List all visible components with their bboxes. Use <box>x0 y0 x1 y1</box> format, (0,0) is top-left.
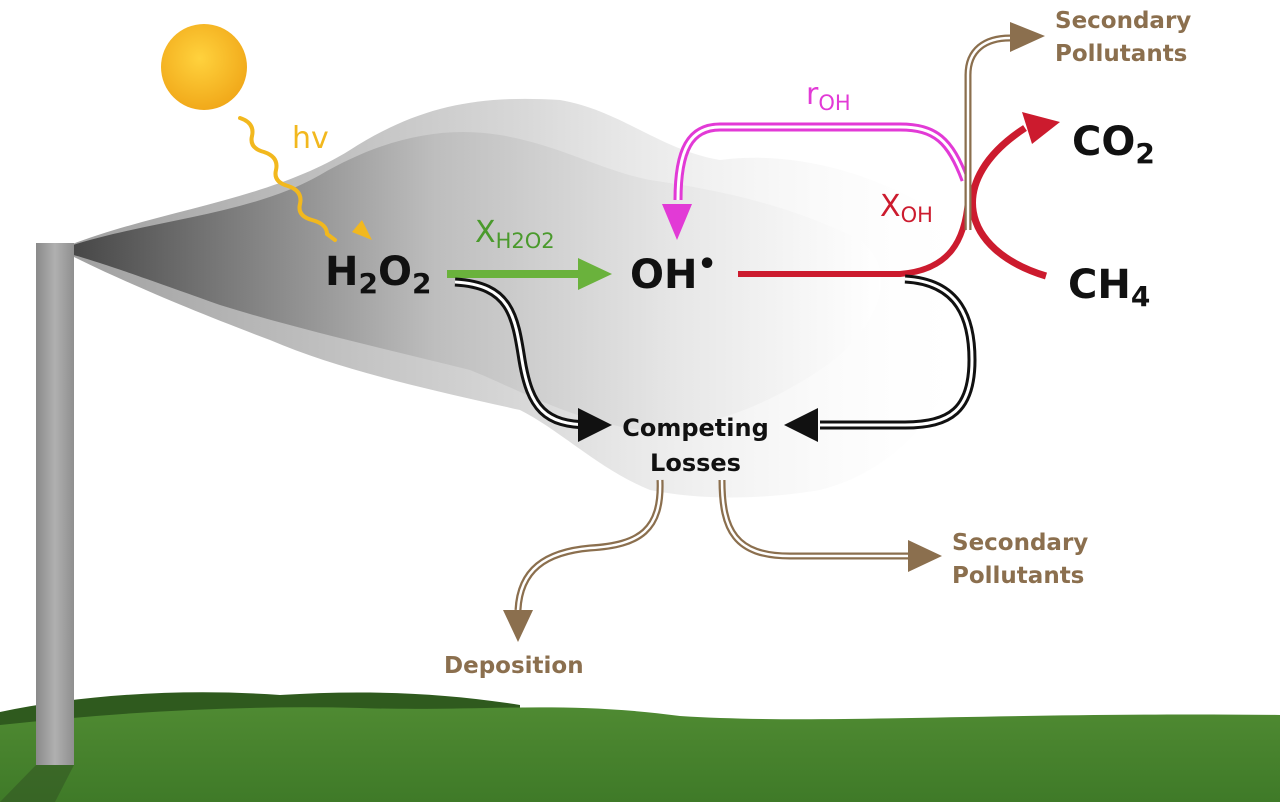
x-oh-label: XOH <box>880 192 933 226</box>
secondary-bottom-arrowhead <box>908 540 942 572</box>
secondary-bottom-line2: Pollutants <box>952 563 1085 590</box>
h2o2-o: O <box>377 249 412 295</box>
x-h2o2-arrowhead <box>578 258 612 290</box>
x-h2o2-label: XH2O2 <box>475 218 555 252</box>
h2o2-h: H <box>325 249 359 295</box>
secondary-bottom-line1: Secondary <box>952 530 1089 556</box>
ground <box>0 707 1280 802</box>
x-oh-main: X <box>880 189 901 224</box>
to-secondary-top-arrow-core <box>966 36 1011 230</box>
oh-dot: • <box>697 247 717 282</box>
secondary-top-line1: Secondary <box>1055 8 1192 34</box>
smoke-stack <box>36 243 74 765</box>
co2-sub: 2 <box>1135 137 1155 170</box>
r-oh-arrow-core <box>676 125 967 201</box>
secondary-pollutants-top: Secondary Pollutants <box>1055 5 1191 72</box>
secondary-top-line2: Pollutants <box>1055 41 1188 68</box>
deposition-arrowhead <box>503 610 533 642</box>
r-oh-sub: OH <box>818 91 851 115</box>
oh-loss-arrowhead <box>784 408 818 442</box>
h2o2-loss-arrow-core <box>454 280 591 427</box>
deposition-label: Deposition <box>444 653 584 679</box>
secondary-pollutants-bottom: Secondary Pollutants <box>952 527 1088 594</box>
sun <box>161 24 247 110</box>
ch4-to-co2-arc <box>969 125 1048 280</box>
oh-loss-arrow-core <box>820 277 974 427</box>
ch4-label: CH4 <box>1068 265 1150 311</box>
r-oh-label: rOH <box>806 80 851 114</box>
hv-arrowhead <box>352 220 372 240</box>
x-h2o2-sub: H2O2 <box>495 229 555 253</box>
h2o2-label: H2O2 <box>325 252 431 298</box>
oh-text: OH <box>630 252 698 298</box>
competing-losses-label: Competing Losses <box>618 411 773 481</box>
oh-radical-label: OH• <box>630 250 717 298</box>
h2o2-loss-arrowhead <box>578 408 612 442</box>
deposition-arrow-core <box>516 479 662 611</box>
x-oh-sub: OH <box>900 203 933 227</box>
h2o2-sub1: 2 <box>358 267 378 300</box>
competing-line1: Competing <box>622 414 769 442</box>
r-oh-arrowhead <box>662 204 692 240</box>
secondary-bottom-arrow-core <box>720 479 910 558</box>
competing-line2: Losses <box>650 448 741 477</box>
deposition-arrow <box>514 479 664 611</box>
h2o2-sub2: 2 <box>411 267 432 300</box>
r-oh-main: r <box>806 77 819 112</box>
co2-main: CO <box>1072 119 1136 165</box>
co2-arrowhead <box>1022 112 1060 144</box>
co2-label: CO2 <box>1072 122 1155 168</box>
stack-shadow <box>0 765 74 802</box>
secondary-top-arrowhead <box>1010 22 1045 52</box>
x-h2o2-main: X <box>475 215 496 250</box>
ch4-main: CH <box>1068 262 1131 308</box>
hv-wave <box>238 116 337 242</box>
hv-label: hv <box>292 121 329 156</box>
ch4-sub: 4 <box>1130 280 1151 313</box>
